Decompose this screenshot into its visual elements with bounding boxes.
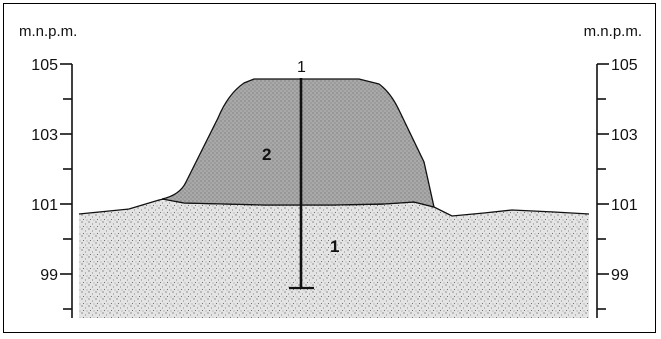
left-unit-label: m.n.p.m. <box>19 23 77 40</box>
right-tick-label: 103 <box>611 127 638 144</box>
borehole-number-label: 1 <box>297 59 306 76</box>
left-tick-label: 99 <box>40 267 58 284</box>
left-tick-label: 105 <box>31 57 58 74</box>
left-tick-label: 101 <box>31 197 58 214</box>
diagram-frame: 105 103 101 99 105 103 101 99 m.n.p.m. m.n.p.m… <box>3 3 656 333</box>
cross-section-diagram: 105 103 101 99 105 103 101 99 m.n.p.m. m.n.p.m… <box>19 23 642 318</box>
left-tick-label: 103 <box>31 127 58 144</box>
right-unit-label: m.n.p.m. <box>584 23 642 40</box>
right-tick-label: 99 <box>611 267 629 284</box>
right-tick-label: 101 <box>611 197 638 214</box>
natural-ground-area <box>79 200 589 318</box>
embankment-fill-area <box>161 78 435 208</box>
right-tick-label: 105 <box>611 57 638 74</box>
fill-layer-label: 2 <box>262 145 271 164</box>
natural-ground-label: 1 <box>330 237 339 256</box>
right-axis: 105 103 101 99 <box>596 57 638 318</box>
left-axis: 105 103 101 99 <box>31 57 73 318</box>
